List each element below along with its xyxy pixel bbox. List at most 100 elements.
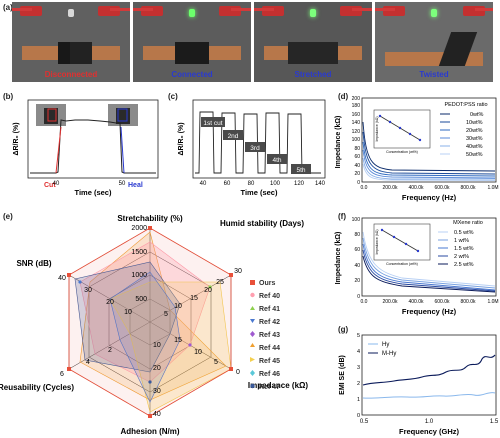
series-30wt bbox=[362, 149, 496, 179]
reus-ticks: 6 4 2 bbox=[60, 347, 112, 378]
series-10wt bbox=[362, 131, 496, 175]
svg-text:10: 10 bbox=[174, 303, 182, 310]
annot-cut: Cut bbox=[44, 182, 56, 189]
panel-d-legend-title: PEDOT:PSS ratio bbox=[444, 102, 487, 108]
svg-text:10: 10 bbox=[124, 309, 132, 316]
photo-label-twisted: Twisted bbox=[419, 70, 449, 79]
panel-g-xticks: 0.5 1.0 1.5 bbox=[360, 419, 499, 425]
photo-stretched: Stretched bbox=[254, 2, 372, 82]
panel-b-line bbox=[30, 119, 156, 174]
adh-ticks: 40 30 20 10 bbox=[153, 342, 161, 418]
svg-text:1000: 1000 bbox=[131, 272, 147, 279]
svg-text:Ref 44: Ref 44 bbox=[259, 345, 280, 352]
led-on bbox=[310, 9, 316, 17]
photo-label-disconnected: Disconnected bbox=[44, 70, 98, 79]
svg-text:Ref 40: Ref 40 bbox=[259, 293, 280, 300]
svg-text:100: 100 bbox=[352, 137, 361, 143]
panel-d-chart: 0 20 40 60 80 100 120 140 160 180 200 Im… bbox=[335, 96, 499, 202]
axis-impedance: Impedance (kΩ) bbox=[248, 381, 309, 390]
photo-label-connected: Connected bbox=[171, 70, 213, 79]
series-1wt bbox=[362, 237, 496, 289]
area-ref44 bbox=[79, 231, 227, 401]
panel-d-xlabel: Frequency (Hz) bbox=[402, 193, 457, 202]
svg-text:140: 140 bbox=[352, 120, 361, 126]
panel-f-legend-title: MXene ratio bbox=[453, 220, 483, 226]
svg-text:20: 20 bbox=[204, 287, 212, 294]
cut-label-1: 1st cut bbox=[203, 120, 222, 127]
svg-text:20: 20 bbox=[354, 278, 360, 284]
svg-text:0wt%: 0wt% bbox=[470, 112, 484, 118]
panel-b-ylabel: ΔR/R₀ (%) bbox=[13, 122, 20, 155]
led-on bbox=[189, 9, 195, 17]
svg-text:100: 100 bbox=[270, 181, 281, 187]
axis-snr: SNR (dB) bbox=[16, 259, 51, 268]
svg-text:4: 4 bbox=[357, 349, 360, 355]
area-ours bbox=[68, 227, 232, 417]
panel-b-xlabel: Time (sec) bbox=[75, 188, 112, 197]
svg-text:30: 30 bbox=[153, 388, 161, 395]
panel-e-legend: Ours Ref 40 Ref 41 Ref 42 Ref 43 Ref 44 … bbox=[250, 280, 280, 391]
series-0-5wt bbox=[362, 231, 496, 287]
panel-b-xtick-50: 50 bbox=[119, 181, 126, 187]
panel-d-inset-ylabel: Impedance (kΩ) bbox=[375, 117, 379, 142]
led-off bbox=[68, 9, 74, 17]
svg-text:10wt%: 10wt% bbox=[466, 120, 483, 126]
svg-text:1.0M: 1.0M bbox=[487, 299, 498, 305]
cut-label-3: 3rd bbox=[250, 145, 260, 152]
svg-text:Ref 47: Ref 47 bbox=[259, 384, 280, 391]
svg-text:M-Hy: M-Hy bbox=[382, 351, 396, 357]
panel-d-inset-xlabel: Concentration (wt%) bbox=[386, 150, 418, 154]
svg-text:40: 40 bbox=[354, 263, 360, 269]
svg-text:200.0k: 200.0k bbox=[382, 185, 398, 191]
panel-g-letter: (g) bbox=[338, 325, 349, 334]
panel-f-letter: (f) bbox=[338, 212, 346, 221]
svg-text:15: 15 bbox=[174, 337, 182, 344]
stretch-ticks: 2000 1500 1000 500 bbox=[131, 225, 147, 303]
svg-text:120: 120 bbox=[352, 129, 361, 135]
panel-f-chart: 0 20 40 60 80 100 Impedance (kΩ) Concent… bbox=[335, 217, 499, 316]
svg-text:1 wt%: 1 wt% bbox=[454, 238, 469, 244]
panel-g-yticks: 0 1 2 3 4 5 bbox=[357, 333, 360, 419]
svg-text:5: 5 bbox=[214, 359, 218, 366]
svg-text:400.0k: 400.0k bbox=[408, 299, 424, 305]
series-2wt bbox=[362, 249, 496, 292]
svg-text:2: 2 bbox=[108, 347, 112, 354]
svg-text:Ref 45: Ref 45 bbox=[259, 358, 280, 365]
svg-text:80: 80 bbox=[354, 232, 360, 238]
photo-twisted: Twisted bbox=[375, 2, 493, 82]
svg-text:80: 80 bbox=[354, 146, 360, 152]
panel-d-yticks: 0 20 40 60 80 100 120 140 160 180 200 bbox=[352, 96, 361, 186]
panel-f-xticks: 0.0 200.0k 400.0k 600.0k 800.0k 1.0M bbox=[361, 299, 499, 305]
svg-text:15: 15 bbox=[190, 295, 198, 302]
svg-text:0: 0 bbox=[357, 413, 360, 419]
svg-text:0.0: 0.0 bbox=[361, 299, 368, 305]
svg-text:6: 6 bbox=[60, 371, 64, 378]
panel-f-inset-xlabel: Concentration (wt%) bbox=[386, 262, 418, 266]
svg-text:1.0M: 1.0M bbox=[487, 185, 498, 191]
svg-text:Ref 43: Ref 43 bbox=[259, 332, 280, 339]
svg-text:1.0: 1.0 bbox=[425, 419, 434, 425]
svg-text:40: 40 bbox=[354, 163, 360, 169]
photo-disconnected: Disconnected bbox=[12, 2, 130, 82]
panel-c-letter: (c) bbox=[168, 92, 178, 101]
svg-text:0.5: 0.5 bbox=[360, 419, 369, 425]
svg-text:500: 500 bbox=[135, 296, 147, 303]
svg-text:180: 180 bbox=[352, 103, 361, 109]
svg-text:800.0k: 800.0k bbox=[460, 185, 476, 191]
svg-text:Ours: Ours bbox=[259, 280, 275, 287]
svg-text:20wt%: 20wt% bbox=[466, 128, 483, 134]
svg-text:30wt%: 30wt% bbox=[466, 136, 483, 142]
svg-text:2000: 2000 bbox=[131, 225, 147, 232]
panel-a: Disconnected Connected Stretched Twisted bbox=[12, 2, 497, 84]
cut-label-2: 2nd bbox=[228, 133, 239, 140]
panel-g-xlabel: Frequency (GHz) bbox=[399, 427, 460, 436]
panel-c-xlabel: Time (sec) bbox=[241, 188, 278, 197]
svg-text:0: 0 bbox=[357, 294, 360, 300]
panel-c-ylabel: ΔR/R₀ (%) bbox=[178, 122, 185, 155]
series-1-5wt bbox=[362, 243, 496, 291]
photo-label-stretched: Stretched bbox=[294, 70, 332, 79]
svg-text:2.5 wt%: 2.5 wt% bbox=[454, 262, 474, 268]
panel-f-yticks: 0 20 40 60 80 100 bbox=[352, 217, 361, 300]
panel-d-ylabel: Impedance (kΩ) bbox=[335, 116, 342, 169]
svg-text:1: 1 bbox=[357, 397, 360, 403]
